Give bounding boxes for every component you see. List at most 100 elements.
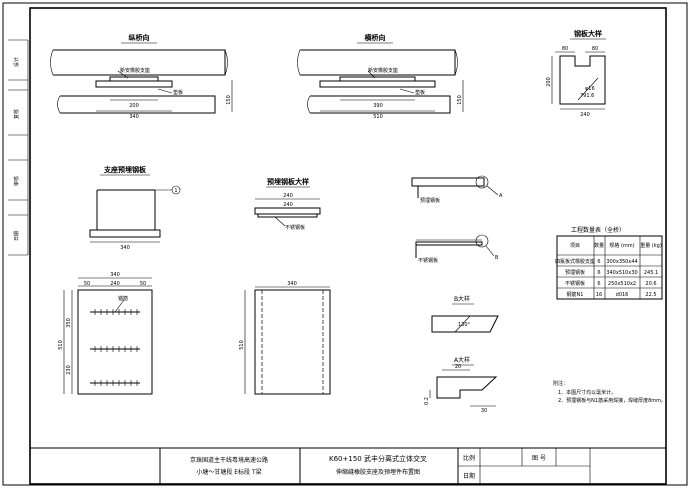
plan-right-dim-top: 340 xyxy=(287,281,297,287)
tb-drawing-title-2: 伸缩缝橡胶支座及预埋件布置图 xyxy=(336,468,420,476)
steel-plate-dim-tr: 80 xyxy=(592,46,598,52)
section-plate-b: 不锈钢板 xyxy=(418,257,438,264)
detail-a-title: A大样 xyxy=(454,356,470,364)
steel-plate-dim-tl: 80 xyxy=(562,46,568,52)
notes: 附注： 1、本图尺寸均以毫米计。 2、预埋钢板与N1筋采用焊接，焊缝厚度8mm。 xyxy=(553,380,666,404)
qt-cell: 6 xyxy=(597,270,600,276)
qt-cell: 250x510x2 xyxy=(608,281,636,287)
qt-row-2: 预埋钢板 6 340x510x30 245.1 xyxy=(565,269,658,276)
qt-cell: 245.1 xyxy=(644,270,658,276)
binding-strip: 设计 复核 审核 日期 xyxy=(8,39,29,256)
qt-row-3: 不锈钢板 6 250x510x2 20.6 xyxy=(565,280,657,287)
qt-header-item: 项目 xyxy=(570,243,580,249)
tb-project-1: 京珠国道主干线粤境高速公路 xyxy=(190,456,268,464)
plan-left-dim-top: 340 xyxy=(110,272,120,278)
embedded-plate-detail: 预埋钢板大样 240 240 不锈钢板 xyxy=(254,177,321,231)
plan-right-dim-left: 510 xyxy=(239,340,245,350)
support-plate-callout: 1 xyxy=(174,188,177,194)
qt-cell: 340x510x30 xyxy=(606,270,637,276)
plan-left-dim-s2: 240 xyxy=(110,281,120,287)
notes-heading: 附注： xyxy=(553,380,568,387)
tb-drawing-title-1: K60+150 武丰分离式立体交叉 xyxy=(329,454,427,463)
quantity-table-title: 工程数量表（全桥） xyxy=(571,226,625,234)
stamp-design: 设计 xyxy=(13,57,20,67)
section-letter-b: B xyxy=(495,255,499,261)
qt-cell: 20.6 xyxy=(645,281,656,287)
longitudinal-side-dim: 150 xyxy=(226,95,232,105)
qt-row-4: 钢筋N1 16 d016 22.5 xyxy=(567,291,657,298)
steel-plate-title: 钢板大样 xyxy=(574,29,602,38)
steel-plate-hole-label2: 791.6 xyxy=(580,93,594,99)
tb-date-label: 日期 xyxy=(463,472,475,480)
qt-cell: d016 xyxy=(616,292,629,298)
quantity-table: 工程数量表（全桥） 项目 数量 规格 (mm) 重量 (kg) 四氟板式橡胶支座… xyxy=(555,226,663,300)
steel-plate-dim-h: 200 xyxy=(546,77,552,87)
qt-header-spec: 规格 (mm) xyxy=(609,242,634,249)
anchor-ticks xyxy=(94,309,138,386)
embedded-plate-dim-top: 240 xyxy=(283,193,293,199)
qt-header-count: 数量 xyxy=(594,242,604,249)
detail-a-dim-h: 20 xyxy=(455,364,461,370)
transverse-side-dim: 150 xyxy=(457,95,463,105)
qt-cell: 22.5 xyxy=(645,292,656,298)
tb-project-2: 小塘～甘塘段 E标段 T梁 xyxy=(196,468,261,476)
qt-cell: 钢筋N1 xyxy=(567,291,584,298)
section-sketches: A 预埋钢板 B 不锈钢板 xyxy=(411,175,503,264)
embedded-plate-dim-inner: 240 xyxy=(283,202,293,208)
detail-a: A大样 20 0.2 30 xyxy=(424,356,498,414)
title-block: 京珠国道主干线粤境高速公路 小塘～甘塘段 E标段 T梁 K60+150 武丰分离… xyxy=(30,447,666,484)
longitudinal-view: 纵桥向 新安橡胶支座 垫板 200 340 150 xyxy=(50,33,233,120)
qt-header-weight: 重量 (kg) xyxy=(640,242,662,249)
qt-cell: 四氟板式橡胶支座 xyxy=(555,258,595,265)
transverse-title: 横桥向 xyxy=(365,33,386,42)
transverse-dim-inner: 390 xyxy=(373,103,383,109)
steel-plate-hole-label: φ16 xyxy=(585,86,595,92)
detail-b: B大样 130° xyxy=(431,295,499,333)
plan-left-dim-l2: 230 xyxy=(66,365,72,375)
stamp-check: 复核 xyxy=(13,109,20,119)
plan-left-dim-s3: 50 xyxy=(140,281,146,287)
embedded-plate-title: 预埋钢板大样 xyxy=(267,177,309,186)
longitudinal-title: 纵桥向 xyxy=(129,33,150,42)
detail-a-dim-w: 30 xyxy=(481,408,487,414)
qt-row-1: 四氟板式橡胶支座 6 300x350x44 xyxy=(555,258,638,265)
embedded-plate-note: 不锈钢板 xyxy=(285,224,305,231)
qt-cell: 300x350x44 xyxy=(606,259,637,265)
section-letter-a: A xyxy=(499,193,503,199)
notes-line-1: 1、本图尺寸均以毫米计。 xyxy=(558,389,616,396)
plan-left-anchor-label: 锚筋 xyxy=(118,295,128,302)
plan-left: 340 50 240 50 锚筋 510 350 230 xyxy=(58,272,153,395)
detail-b-title: B大样 xyxy=(454,295,470,303)
longitudinal-bearing-label: 新安橡胶支座 xyxy=(120,67,150,74)
plan-left-dim-l1: 350 xyxy=(66,318,72,328)
longitudinal-dim-outer: 340 xyxy=(129,114,139,120)
detail-b-angle: 130° xyxy=(458,322,471,328)
support-plate-dim: 340 xyxy=(120,245,130,251)
support-embedded-plate: 支座预埋钢板 1 340 xyxy=(89,165,181,251)
tb-drawing-no-label: 图 号 xyxy=(532,455,546,462)
transverse-dim-outer: 510 xyxy=(373,114,383,120)
plan-right: 340 510 xyxy=(239,281,331,395)
qt-cell: 6 xyxy=(597,259,600,265)
longitudinal-plate-label: 垫板 xyxy=(173,89,183,96)
plan-left-dim-s1: 50 xyxy=(84,281,90,287)
stamp-review: 审核 xyxy=(13,176,20,186)
steel-plate-detail: 钢板大样 80 80 φ16 791.6 200 240 xyxy=(546,29,606,118)
tb-scale-label: 比例 xyxy=(463,454,475,462)
qt-cell: 预埋钢板 xyxy=(565,269,585,276)
transverse-plate-label: 垫板 xyxy=(415,89,425,96)
qt-cell: 6 xyxy=(597,281,600,287)
support-plate-title: 支座预埋钢板 xyxy=(103,165,147,174)
steel-plate-dim-bottom: 240 xyxy=(580,112,590,118)
section-plate-a: 预埋钢板 xyxy=(420,197,440,204)
plan-left-dim-left: 510 xyxy=(58,340,64,350)
stamp-date: 日期 xyxy=(14,231,20,241)
qt-cell: 不锈钢板 xyxy=(565,280,585,287)
longitudinal-dim-inner: 200 xyxy=(129,103,139,109)
transverse-view: 横桥向 新安橡胶支座 垫板 390 510 150 xyxy=(297,33,464,120)
qt-cell: 16 xyxy=(596,292,602,298)
detail-a-dim-v: 0.2 xyxy=(424,397,430,405)
notes-line-2: 2、预埋钢板与N1筋采用焊接，焊缝厚度8mm。 xyxy=(558,397,666,404)
